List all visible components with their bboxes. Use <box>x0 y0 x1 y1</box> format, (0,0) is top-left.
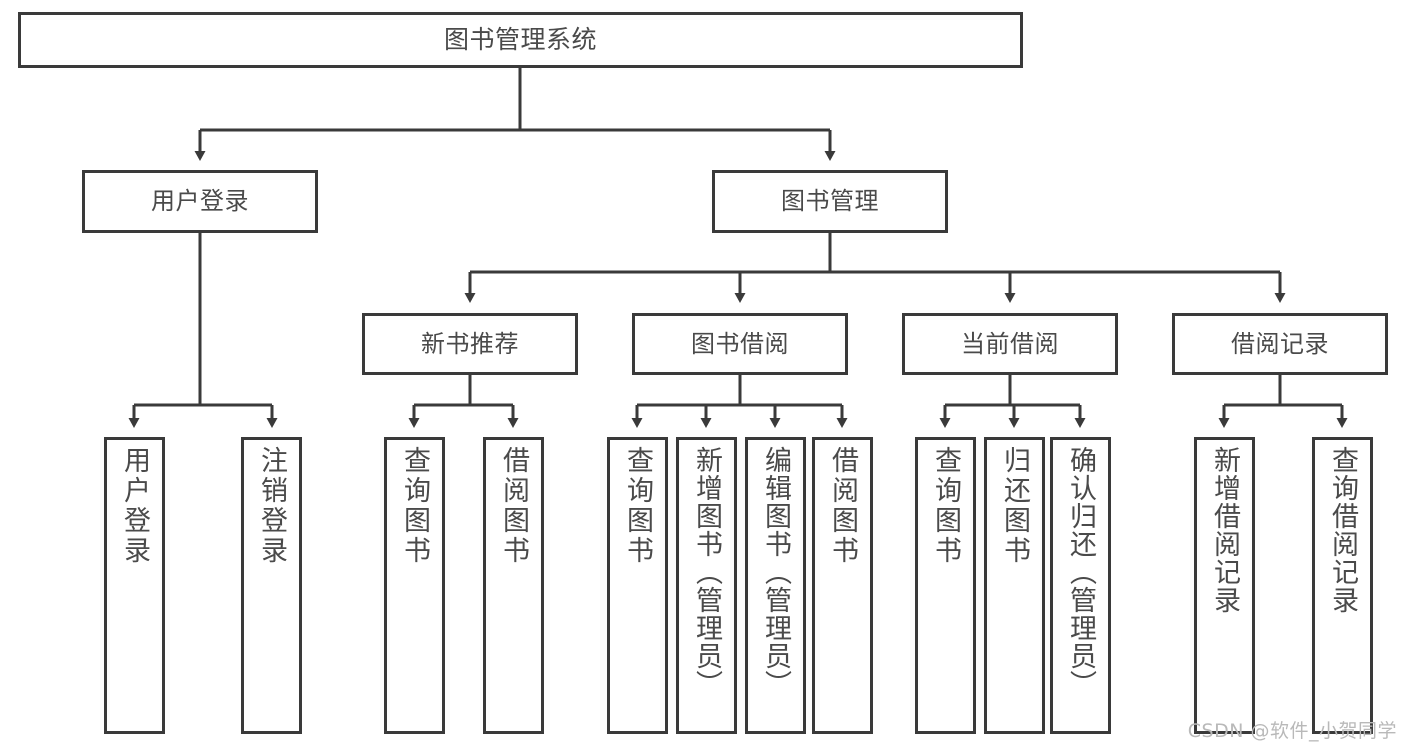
node-label: 新增图书（管理员） <box>691 446 722 698</box>
leaf-query-borrow-record[interactable]: 查询借阅记录 <box>1312 437 1373 734</box>
node-book-management[interactable]: 图书管理 <box>712 170 948 233</box>
node-label: 注销登录 <box>256 446 287 566</box>
leaf-confirm-return[interactable]: 确认归还（管理员） <box>1050 437 1111 734</box>
leaf-borrow-book[interactable]: 借阅图书 <box>812 437 873 734</box>
node-label: 查询图书 <box>399 446 430 566</box>
node-label: 当前借阅 <box>961 329 1059 358</box>
node-label: 查询图书 <box>622 446 653 566</box>
node-label: 查询图书 <box>930 446 961 566</box>
node-label: 图书管理 <box>781 187 879 216</box>
node-label: 归还图书 <box>999 446 1030 566</box>
node-root-system[interactable]: 图书管理系统 <box>18 12 1023 68</box>
node-label: 编辑图书（管理员） <box>760 446 791 698</box>
leaf-user-login[interactable]: 用户登录 <box>104 437 165 734</box>
leaf-edit-book[interactable]: 编辑图书（管理员） <box>745 437 806 734</box>
node-label: 新增借阅记录 <box>1209 446 1240 614</box>
node-current-borrow[interactable]: 当前借阅 <box>902 313 1118 375</box>
node-label: 确认归还（管理员） <box>1065 446 1096 698</box>
node-borrow-record[interactable]: 借阅记录 <box>1172 313 1388 375</box>
node-label: 图书借阅 <box>691 329 789 358</box>
node-label: 借阅记录 <box>1231 329 1329 358</box>
node-user-login[interactable]: 用户登录 <box>82 170 318 233</box>
node-label: 用户登录 <box>119 446 150 566</box>
node-label: 借阅图书 <box>498 446 529 566</box>
node-label: 查询借阅记录 <box>1327 446 1358 614</box>
node-book-borrow[interactable]: 图书借阅 <box>632 313 848 375</box>
node-label: 新书推荐 <box>421 329 519 358</box>
leaf-add-borrow-record[interactable]: 新增借阅记录 <box>1194 437 1255 734</box>
node-new-book-recommend[interactable]: 新书推荐 <box>362 313 578 375</box>
leaf-query-book-current[interactable]: 查询图书 <box>915 437 976 734</box>
leaf-query-book-recommend[interactable]: 查询图书 <box>384 437 445 734</box>
leaf-add-book[interactable]: 新增图书（管理员） <box>676 437 737 734</box>
node-label: 图书管理系统 <box>443 25 597 55</box>
leaf-return-book[interactable]: 归还图书 <box>984 437 1045 734</box>
node-label: 借阅图书 <box>827 446 858 566</box>
leaf-borrow-book-recommend[interactable]: 借阅图书 <box>483 437 544 734</box>
leaf-logout-login[interactable]: 注销登录 <box>241 437 302 734</box>
node-label: 用户登录 <box>151 187 249 216</box>
leaf-query-book-borrow[interactable]: 查询图书 <box>607 437 668 734</box>
